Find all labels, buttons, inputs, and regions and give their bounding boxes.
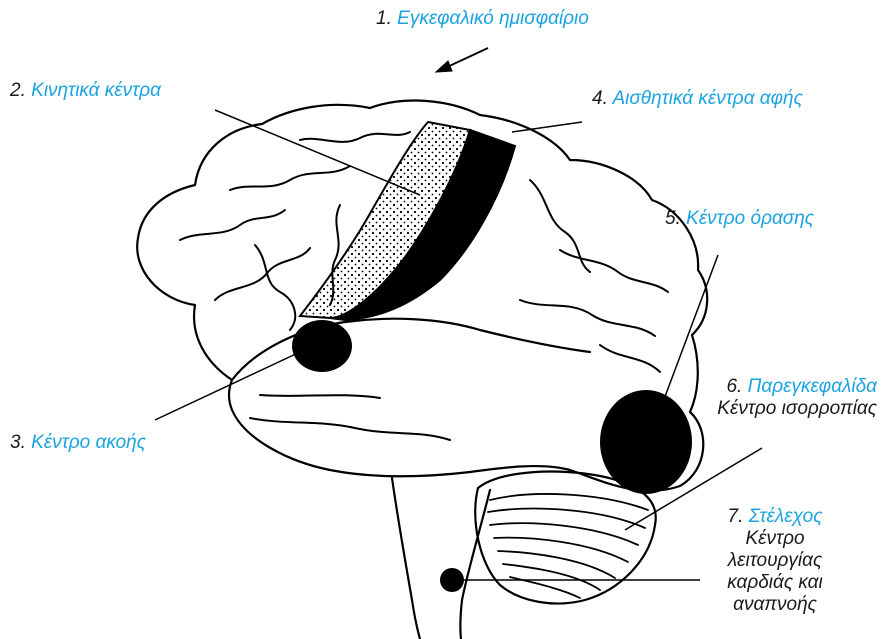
label-hemisphere: 1. Εγκεφαλικό ημισφαίριο [376, 8, 589, 30]
label-subtitle: Κέντρο [700, 528, 850, 550]
label-name: Στέλεχος [749, 506, 823, 527]
sylvian-fissure [232, 319, 590, 380]
label-name: Εγκεφαλικό ημισφαίριο [397, 8, 589, 29]
label-name: Παρεγκεφαλίδα [748, 376, 877, 397]
label-name: Κέντρο όρασης [686, 208, 814, 229]
hemisphere-arrow [436, 48, 488, 72]
label-number: 6. [726, 376, 742, 397]
balance-center-blob [600, 390, 692, 494]
label-brainstem: 7. Στέλεχος Κέντρο λειτουργίας καρδιάς κ… [700, 506, 850, 616]
label-motor: 2. Κινητικά κέντρα [10, 80, 161, 102]
label-number: 5. [665, 208, 681, 229]
label-subtitle: Κέντρο ισορροπίας [717, 398, 877, 420]
brainstem-center-blob [440, 568, 464, 592]
label-subtitle: αναπνοής [700, 594, 850, 616]
label-hearing: 3. Κέντρο ακοής [10, 432, 146, 454]
label-subtitle: καρδιάς και [700, 572, 850, 594]
label-number: 2. [10, 80, 26, 101]
label-cerebellum: 6. Παρεγκεφαλίδα Κέντρο ισορροπίας [717, 376, 877, 420]
label-number: 4. [592, 88, 608, 109]
label-number: 3. [10, 432, 26, 453]
label-vision: 5. Κέντρο όρασης [665, 208, 814, 230]
leader-hearing [155, 352, 300, 420]
leader-motor [215, 110, 420, 195]
brainstem-outline [392, 478, 420, 639]
label-name: Αισθητικά κέντρα αφής [612, 88, 802, 109]
cerebellum-folia [488, 494, 648, 598]
label-touch: 4. Αισθητικά κέντρα αφής [592, 88, 803, 110]
label-name: Κινητικά κέντρα [31, 80, 161, 101]
label-number: 7. [728, 506, 744, 527]
hearing-center-blob [292, 320, 352, 372]
label-subtitle: λειτουργίας [700, 550, 850, 572]
leader-touch [512, 122, 582, 132]
label-number: 1. [376, 8, 392, 29]
leader-vision [660, 255, 718, 410]
label-name: Κέντρο ακοής [31, 432, 146, 453]
